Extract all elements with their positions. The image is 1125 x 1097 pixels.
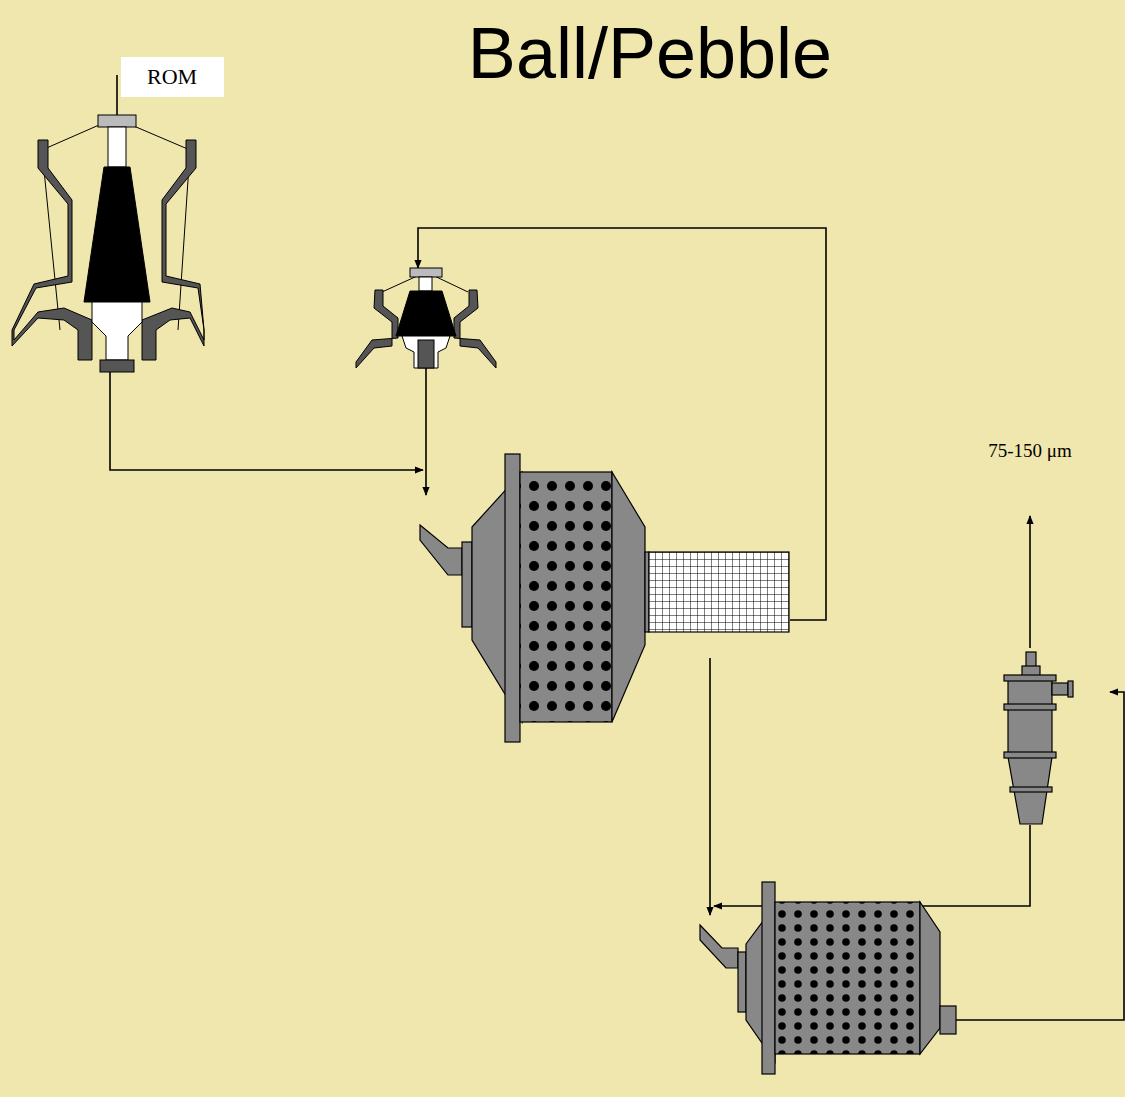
node-text: ROM <box>147 64 198 90</box>
feed-label-box: ROM <box>121 57 224 97</box>
flow-lines <box>110 75 1124 1020</box>
particle-size-label: 75-150 μm <box>988 440 1072 462</box>
feed-chute <box>700 925 738 968</box>
ball-mill <box>700 882 956 1074</box>
mill-flange <box>762 882 775 1074</box>
gyratory-crusher <box>12 115 204 372</box>
trommel-screen <box>649 552 789 632</box>
primary-crusher-product-line <box>110 372 423 470</box>
screen-undersize-line <box>709 658 711 915</box>
diagram-title: Ball/Pebble <box>468 12 832 94</box>
sag-mill <box>420 454 789 742</box>
mill-flange <box>505 454 520 742</box>
feed-chute <box>420 525 462 575</box>
pebble-crusher-product-line <box>425 368 427 495</box>
cone-crusher <box>356 268 496 368</box>
hydrocyclone <box>1004 652 1073 824</box>
cyclone-overflow-arrow <box>1029 516 1031 648</box>
